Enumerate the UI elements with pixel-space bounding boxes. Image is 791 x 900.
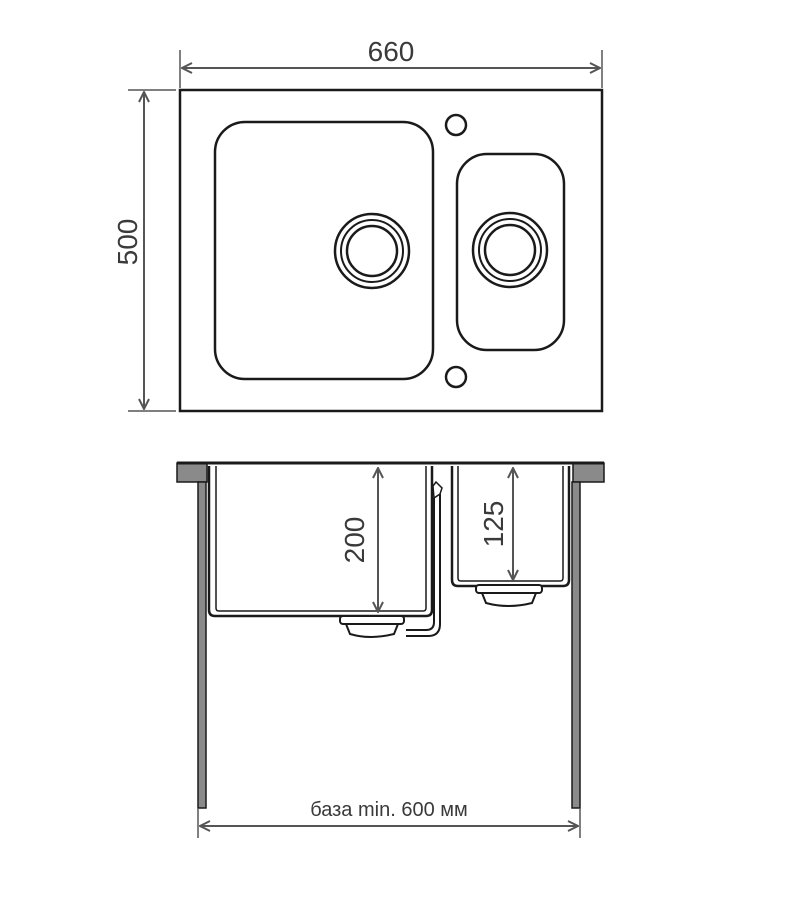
sink-outline [178, 88, 604, 413]
small-drain-section [475, 584, 543, 607]
cabinet-wall-left [197, 481, 207, 809]
overflow-pipe [406, 480, 443, 637]
large-bowl [213, 120, 435, 381]
section-view: 200 125 база min. 600 мм [176, 461, 605, 838]
cabinet-wall-right [571, 481, 581, 809]
countertop-left [176, 462, 208, 483]
small-bowl-section [450, 466, 571, 588]
small-bowl-drain [471, 211, 549, 289]
base-dimension: база min. 600 мм [197, 799, 581, 838]
large-bowl-section [207, 466, 434, 618]
base-label: база min. 600 мм [310, 799, 468, 821]
tap-hole [444, 113, 468, 137]
countertop-right [572, 462, 605, 483]
overflow-hole [444, 365, 468, 389]
small-bowl-depth-label: 125 [478, 501, 509, 548]
depth-label: 500 [112, 219, 143, 266]
large-bowl-depth-dimension: 200 [339, 468, 378, 612]
depth-dimension: 500 [112, 89, 176, 412]
large-bowl-drain [333, 212, 411, 290]
width-label: 660 [368, 36, 415, 67]
top-view: 660 500 [112, 36, 604, 413]
width-dimension: 660 [179, 36, 603, 88]
small-bowl [455, 152, 566, 352]
large-bowl-depth-label: 200 [339, 517, 370, 564]
large-drain-section [339, 615, 405, 638]
small-bowl-depth-dimension: 125 [478, 468, 513, 580]
